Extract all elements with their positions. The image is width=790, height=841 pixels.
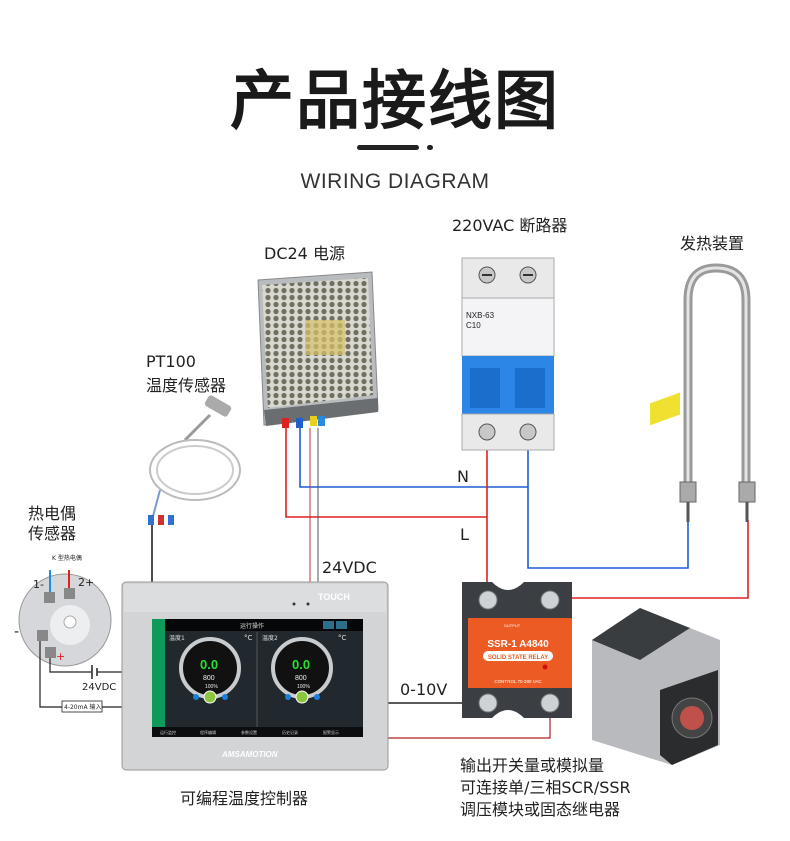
svg-text:800: 800 [203,675,215,682]
page-title: 产品接线图 [230,65,560,139]
supply-label: 24VDC [82,682,117,693]
svg-text:程序编辑[interactable]: 程序编辑 [200,729,216,735]
svg-text:°C: °C [244,634,253,642]
controller-maker: AMSAMOTION [221,750,278,759]
thermocouple-transmitter [18,570,125,713]
screen-title: 运行操作 [240,622,264,630]
thermocouple-type: K 型热电偶 [52,555,82,562]
thermocouple-label-1: 热电偶 [28,504,77,523]
loop-label: 4-20mA 输入 [64,704,102,711]
svg-text:°C: °C [338,634,347,642]
circuit-breaker: NXB-63 C10 [461,257,555,451]
breaker-rating: C10 [466,321,481,330]
pt100-sensor [148,395,241,525]
heater-label: 发热装置 [680,234,745,253]
breaker-label: 220VAC 断路器 [452,216,568,235]
temperature-controller: TOUCH 运行操作 温度1 °C 0.0 800 100% 温度2 °C 0.… [121,581,389,771]
controller-label: 可编程温度控制器 [180,789,309,808]
live-wire-ps [285,428,487,518]
zone-2-panel: 温度2 °C 0.0 800 100% [262,634,347,704]
svg-text:SOLID STATE RELAY: SOLID STATE RELAY [488,655,548,661]
heater-element [679,263,756,522]
svg-text:CONTROL 70-280 VAC: CONTROL 70-280 VAC [494,679,542,684]
neutral-label: N [457,467,469,486]
pt100-label-1: PT100 [146,352,196,371]
solid-state-relay: OUTPUT SSR-1 A4840 SOLID STATE RELAY CON… [462,582,572,718]
svg-text:800: 800 [295,675,307,682]
svg-text:运行监控[interactable]: 运行监控 [160,729,176,735]
controller-brand: TOUCH [318,592,350,602]
thermocouple-label-2: 传感器 [28,524,77,543]
live-wire-heater [550,520,749,599]
output-desc-1: 输出开关量或模拟量 [460,756,605,775]
output-desc-3: 调压模块或固态继电器 [460,800,621,819]
output-desc-2: 可连接单/三相SCR/SSR [460,778,631,797]
power-supply-label: DC24 电源 [264,244,345,263]
svg-text:100%: 100% [205,684,218,690]
breaker-model: NXB-63 [466,311,495,320]
page-subtitle: WIRING DIAGRAM [300,170,490,193]
svg-text:0.0: 0.0 [292,657,310,672]
power-supply-unit [257,271,379,428]
screen-tabs: 运行监控 程序编辑 参数设置 历史记录 报警显示 [160,729,339,735]
terminal-2-label: 2+ [78,576,95,589]
svg-text:历史记录[interactable]: 历史记录 [282,729,298,735]
wires [151,428,749,739]
svg-text:100%: 100% [297,684,310,690]
terminal-1-label: 1- [33,578,44,591]
plus-label: + [56,650,66,663]
title-underline [357,145,419,150]
ssr-model: SSR-1 A4840 [487,639,549,650]
ssr-module-heatsink [592,392,720,765]
analog-label: 0-10V [400,680,448,699]
svg-text:温度2: 温度2 [262,634,278,642]
dc24-label: 24VDC [322,558,377,577]
minus-label: - [14,624,20,640]
svg-text:报警显示[interactable]: 报警显示 [323,729,339,735]
neutral-wire [299,428,689,569]
svg-text:OUTPUT: OUTPUT [504,623,521,628]
pt100-label-2: 温度传感器 [146,376,227,395]
title-underline-dot [427,145,433,150]
svg-text:温度1: 温度1 [169,634,185,642]
svg-text:0.0: 0.0 [200,657,218,672]
live-label: L [460,525,469,544]
zone-1-panel: 温度1 °C 0.0 800 100% [169,634,253,704]
svg-text:参数设置[interactable]: 参数设置 [241,729,257,735]
